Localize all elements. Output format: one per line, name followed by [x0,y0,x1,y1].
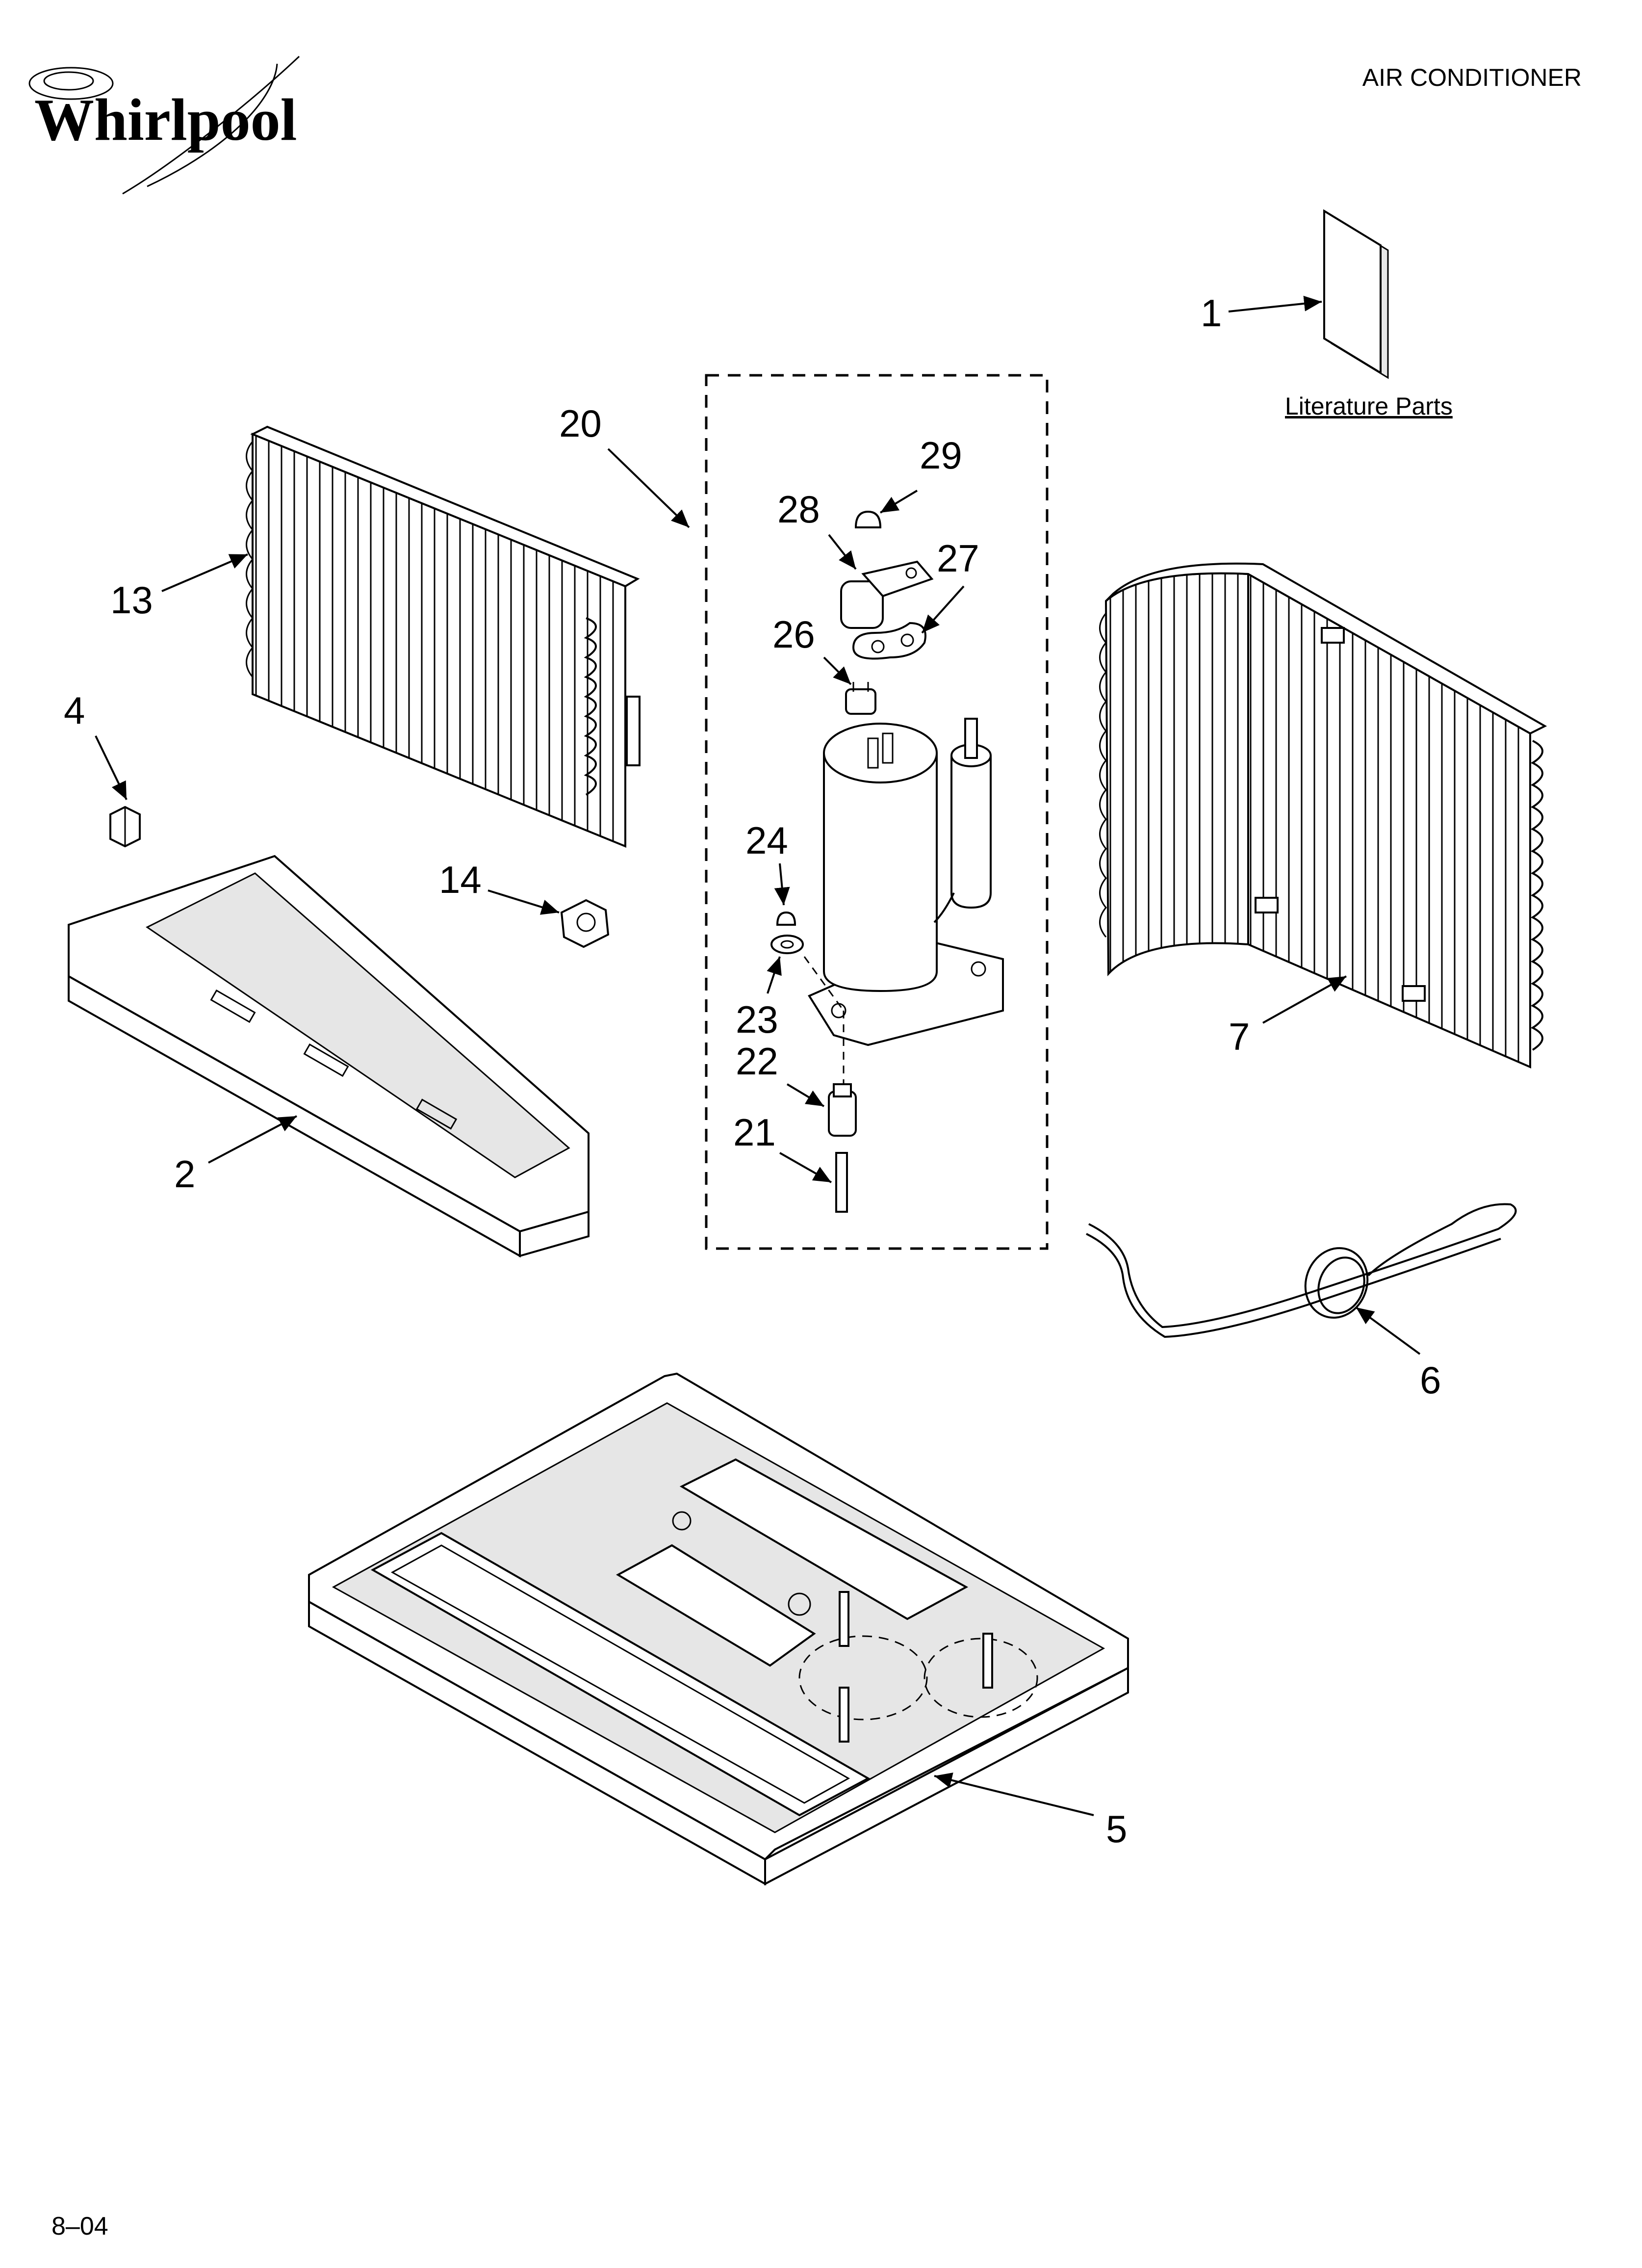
callout-7: 7 [1229,1015,1250,1058]
date-code: 8–04 [51,2212,108,2241]
terminal-cover-nut [854,510,882,528]
compressor-group-box [705,374,1049,1250]
callout-1: 1 [1201,291,1222,335]
compressor [808,718,1004,1046]
callout-21: 21 [733,1111,776,1154]
overload-protector [845,682,876,715]
callout-6: 6 [1420,1358,1441,1402]
callout-4: 4 [64,689,85,732]
callout-5: 5 [1106,1807,1127,1851]
callout-14: 14 [439,858,482,901]
coil-clip [560,899,610,948]
callout-28: 28 [777,488,820,531]
mounting-washer [770,935,804,954]
mounting-stud [835,1152,848,1213]
base-pan [308,1372,1129,1886]
callout-24: 24 [745,819,788,862]
whirlpool-logo: Whirlpool [28,55,300,195]
callout-26: 26 [772,613,815,656]
compressor-grommet [828,1083,857,1137]
capillary-tube [1086,1203,1517,1338]
callout-27: 27 [937,537,979,580]
mounting-nut [776,911,796,926]
callout-13: 13 [110,578,153,622]
literature-label: Literature Parts [1285,392,1453,420]
logo-wordmark: Whirlpool [34,87,297,153]
indoor-coil [246,425,641,848]
callout-29: 29 [920,434,962,477]
callout-2: 2 [174,1152,195,1196]
callout-22: 22 [736,1040,778,1083]
literature-booklet [1323,209,1389,379]
small-bracket [109,806,141,848]
condenser-coil [1099,562,1547,1069]
product-title: AIR CONDITIONER [1362,64,1582,91]
callout-23: 23 [736,998,778,1041]
callout-20: 20 [559,402,602,445]
terminal-cover [840,560,934,629]
drain-pan [68,855,590,1258]
